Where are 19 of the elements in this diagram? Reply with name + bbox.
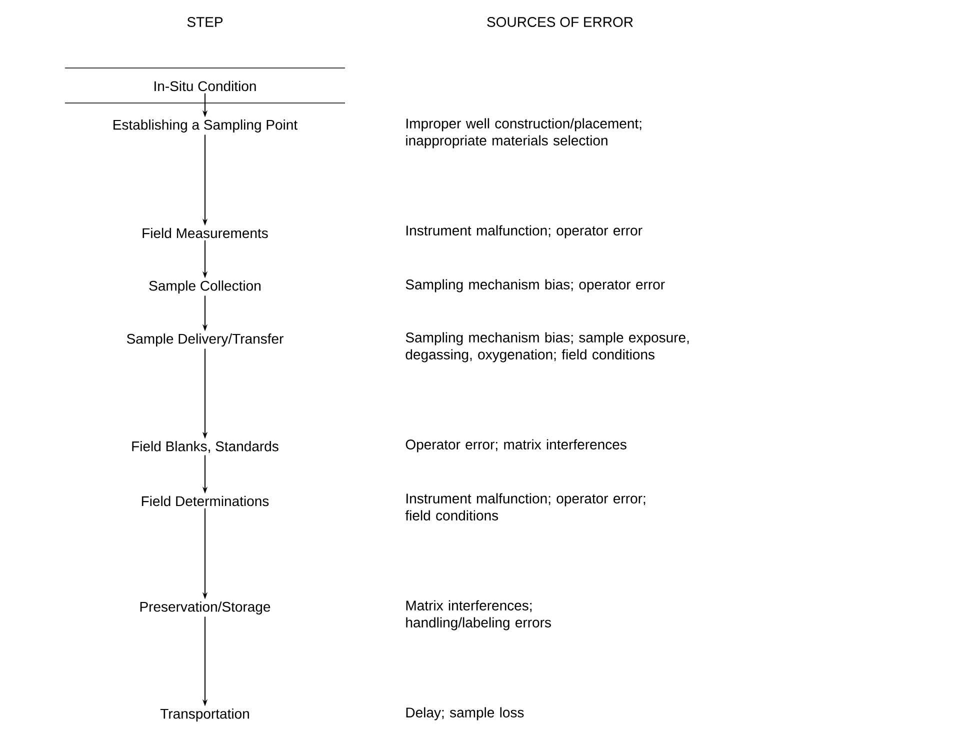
error-source-text: Instrument malfunction; operator error	[406, 225, 642, 238]
error-source-text: Improper well construction/placement; inappropriate materials selection	[406, 118, 642, 148]
step-label: Field Blanks, Standards	[132, 441, 278, 453]
step-label: Transportation	[160, 708, 249, 722]
column-header: STEP	[187, 17, 223, 27]
step-label: Preservation/Storage	[140, 601, 270, 615]
error-source-text: Instrument malfunction; operator error; field conditions	[405, 493, 646, 520]
error-source-text: Operator error; matrix interferences	[406, 439, 626, 452]
error-source-text: Matrix interferences; handling/labeling errors	[406, 600, 551, 630]
step-label: Establishing a Sampling Point	[114, 119, 298, 133]
column-header: SOURCES OF ERROR	[487, 17, 633, 27]
step-label: Field Determinations	[142, 496, 269, 506]
step-label: In-Situ Condition	[154, 80, 256, 92]
error-source-text: Sampling mechanism bias; sample exposure, degassing, oxygenation; field conditions	[406, 332, 689, 362]
step-label: Field Measurements	[142, 228, 268, 238]
step-label: Sample Delivery/Transfer	[126, 333, 284, 347]
step-label: Sample Collection	[149, 280, 260, 294]
error-source-text: Delay; sample loss	[406, 707, 524, 720]
error-source-text: Sampling mechanism bias; operator error	[406, 279, 665, 292]
